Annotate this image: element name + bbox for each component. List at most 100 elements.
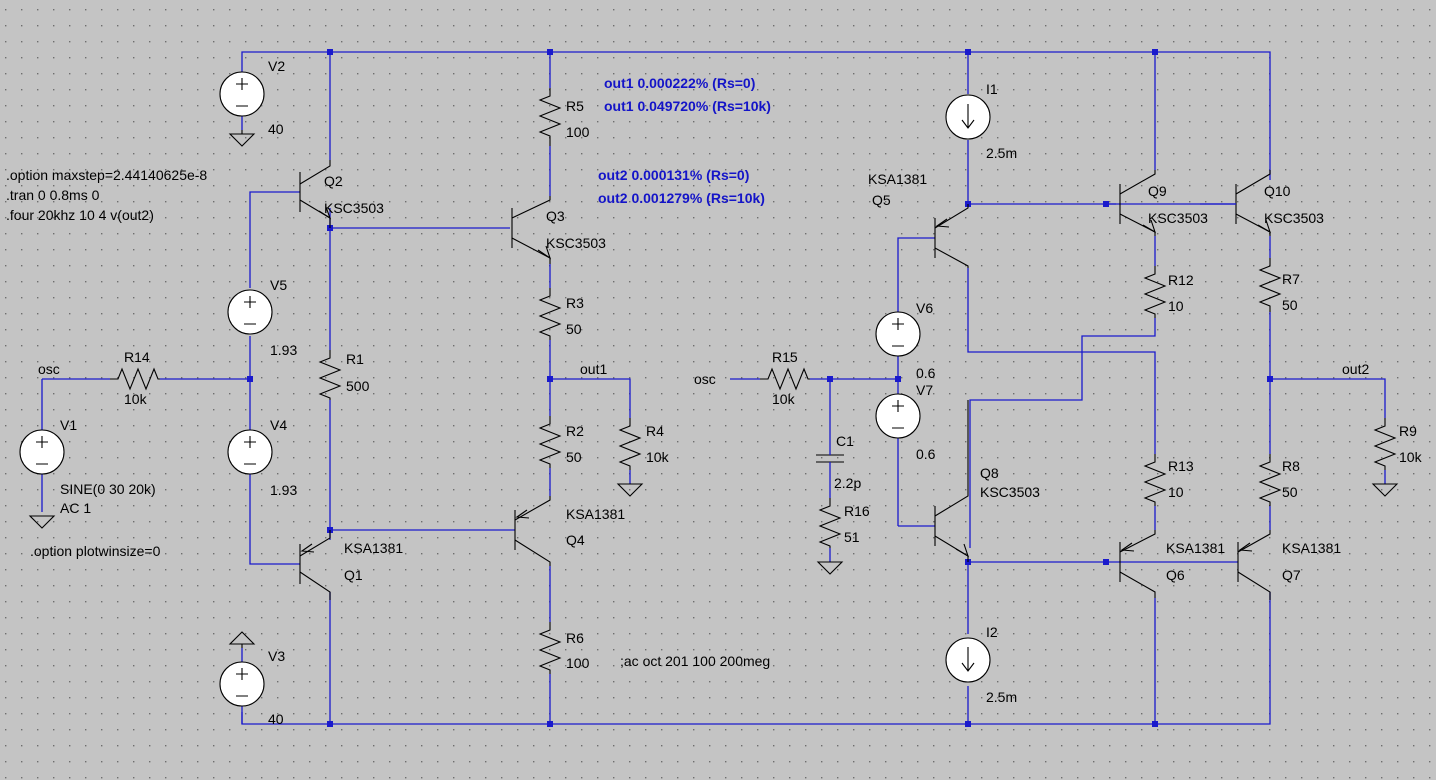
resistor-R13[interactable] [1143, 454, 1167, 506]
resistor-name: R15 [772, 349, 798, 365]
resistor-R14[interactable] [110, 367, 160, 391]
current-source-I2[interactable] [945, 637, 991, 683]
voltage-source-V2[interactable] [219, 71, 265, 117]
resistor-R4[interactable] [618, 418, 642, 470]
ground-icon [1371, 483, 1399, 497]
resistor-name: R12 [1168, 272, 1194, 288]
resistor-name: R13 [1168, 458, 1194, 474]
resistor-R6[interactable] [538, 622, 562, 674]
result-out2-rs10k: out2 0.001279% (Rs=10k) [598, 190, 765, 206]
resistor-R5[interactable] [538, 88, 562, 146]
transistor-name: Q9 [1148, 183, 1167, 199]
resistor-R8[interactable] [1258, 454, 1282, 506]
voltage-source-V6[interactable] [875, 311, 921, 357]
directive-maxstep[interactable]: .option maxstep=2.44140625e-8 [6, 167, 207, 183]
current-source-I1[interactable] [945, 94, 991, 140]
source-value: 40 [268, 121, 284, 137]
resistor-value: 10k [772, 391, 796, 407]
result-out1-rs10k: out1 0.049720% (Rs=10k) [604, 98, 771, 114]
resistor-R7[interactable] [1258, 258, 1282, 312]
resistor-R15[interactable] [760, 367, 810, 391]
resistor-value: 100 [566, 655, 590, 671]
resistor-R2[interactable] [538, 416, 562, 468]
transistor-Q8[interactable] [934, 400, 969, 562]
transistor-Q2[interactable] [299, 160, 332, 228]
source-name: V2 [268, 58, 285, 74]
result-out2-rs0: out2 0.000131% (Rs=0) [598, 167, 749, 183]
resistor-value: 50 [1282, 297, 1298, 313]
resistor-R9[interactable] [1373, 418, 1397, 470]
resistor-name: R16 [844, 503, 870, 519]
directive-tran[interactable]: .tran 0 0.8ms 0 [6, 187, 100, 203]
source-name: V4 [270, 417, 287, 433]
transistor-model: KSC3503 [980, 484, 1040, 500]
transistor-Q6[interactable] [1119, 530, 1156, 598]
transistor-model: KSC3503 [546, 235, 606, 251]
resistor-R3[interactable] [538, 288, 562, 340]
resistor-value: 10k [646, 449, 670, 465]
resistor-value: 500 [346, 378, 370, 394]
resistor-value: 10 [1168, 298, 1184, 314]
source-name: V3 [268, 648, 285, 664]
transistor-name: Q3 [546, 208, 565, 224]
voltage-source-V7[interactable] [875, 393, 921, 439]
resistor-value: 100 [566, 124, 590, 140]
capacitor-C1[interactable] [816, 444, 844, 470]
transistor-model: KSA1381 [344, 540, 403, 556]
resistor-value: 51 [844, 529, 860, 545]
transistor-model: KSC3503 [1264, 210, 1324, 226]
transistor-Q4[interactable] [514, 496, 551, 566]
ground-icon [816, 561, 844, 575]
transistor-Q5[interactable] [934, 204, 969, 268]
resistor-name: R4 [646, 423, 664, 439]
source-value: 1.93 [270, 342, 297, 358]
resistor-name: R8 [1282, 458, 1300, 474]
resistor-name: R6 [566, 630, 584, 646]
source-name: I1 [986, 81, 998, 97]
source-value: 2.5m [986, 689, 1017, 705]
voltage-source-V5[interactable] [227, 289, 273, 335]
resistor-name: R14 [124, 349, 150, 365]
resistor-R16[interactable] [818, 498, 842, 548]
transistor-name: Q2 [324, 173, 343, 189]
resistor-value: 50 [566, 321, 582, 337]
labels: .option maxstep=2.44140625e-8 .tran 0 0.… [6, 58, 1423, 727]
resistor-name: R2 [566, 423, 584, 439]
capacitor-value: 2.2p [834, 475, 861, 491]
resistor-name: R1 [346, 351, 364, 367]
ground-icon [228, 130, 256, 147]
source-name: I2 [986, 624, 998, 640]
resistor-R12[interactable] [1143, 266, 1167, 318]
source-name: V5 [270, 277, 287, 293]
net-label-out2: out2 [1342, 361, 1369, 377]
transistor-name: Q4 [566, 532, 585, 548]
transistor-Q1[interactable] [299, 530, 331, 600]
resistor-name: R5 [566, 98, 584, 114]
transistor-Q7[interactable] [1237, 530, 1271, 600]
net-label-osc: osc [38, 361, 60, 377]
transistor-Q3[interactable] [511, 196, 552, 264]
resistor-name: R3 [566, 295, 584, 311]
transistor-name: Q7 [1282, 567, 1301, 583]
source-name: V6 [916, 300, 933, 316]
voltage-source-V1[interactable] [19, 429, 65, 475]
resistor-value: 50 [1282, 484, 1298, 500]
resistor-value: 50 [566, 449, 582, 465]
voltage-source-V4[interactable] [227, 429, 273, 475]
resistor-value: 10k [124, 391, 148, 407]
source-value: 0.6 [916, 446, 936, 462]
resistor-value: 10k [1399, 449, 1423, 465]
result-out1-rs0: out1 0.000222% (Rs=0) [604, 75, 755, 91]
directive-plotwinsize[interactable]: .option plotwinsize=0 [30, 543, 161, 559]
directive-four[interactable]: .four 20khz 10 4 v(out2) [6, 207, 154, 223]
resistor-R1[interactable] [318, 350, 342, 400]
source-value: 0.6 [916, 365, 936, 381]
voltage-source-V3[interactable] [219, 661, 265, 707]
transistor-name: Q8 [980, 465, 999, 481]
directive-ac[interactable]: ;ac oct 201 100 200meg [620, 653, 770, 669]
source-value: 40 [268, 711, 284, 727]
transistor-Q9[interactable] [1119, 170, 1156, 236]
transistor-model: KSA1381 [1282, 540, 1341, 556]
